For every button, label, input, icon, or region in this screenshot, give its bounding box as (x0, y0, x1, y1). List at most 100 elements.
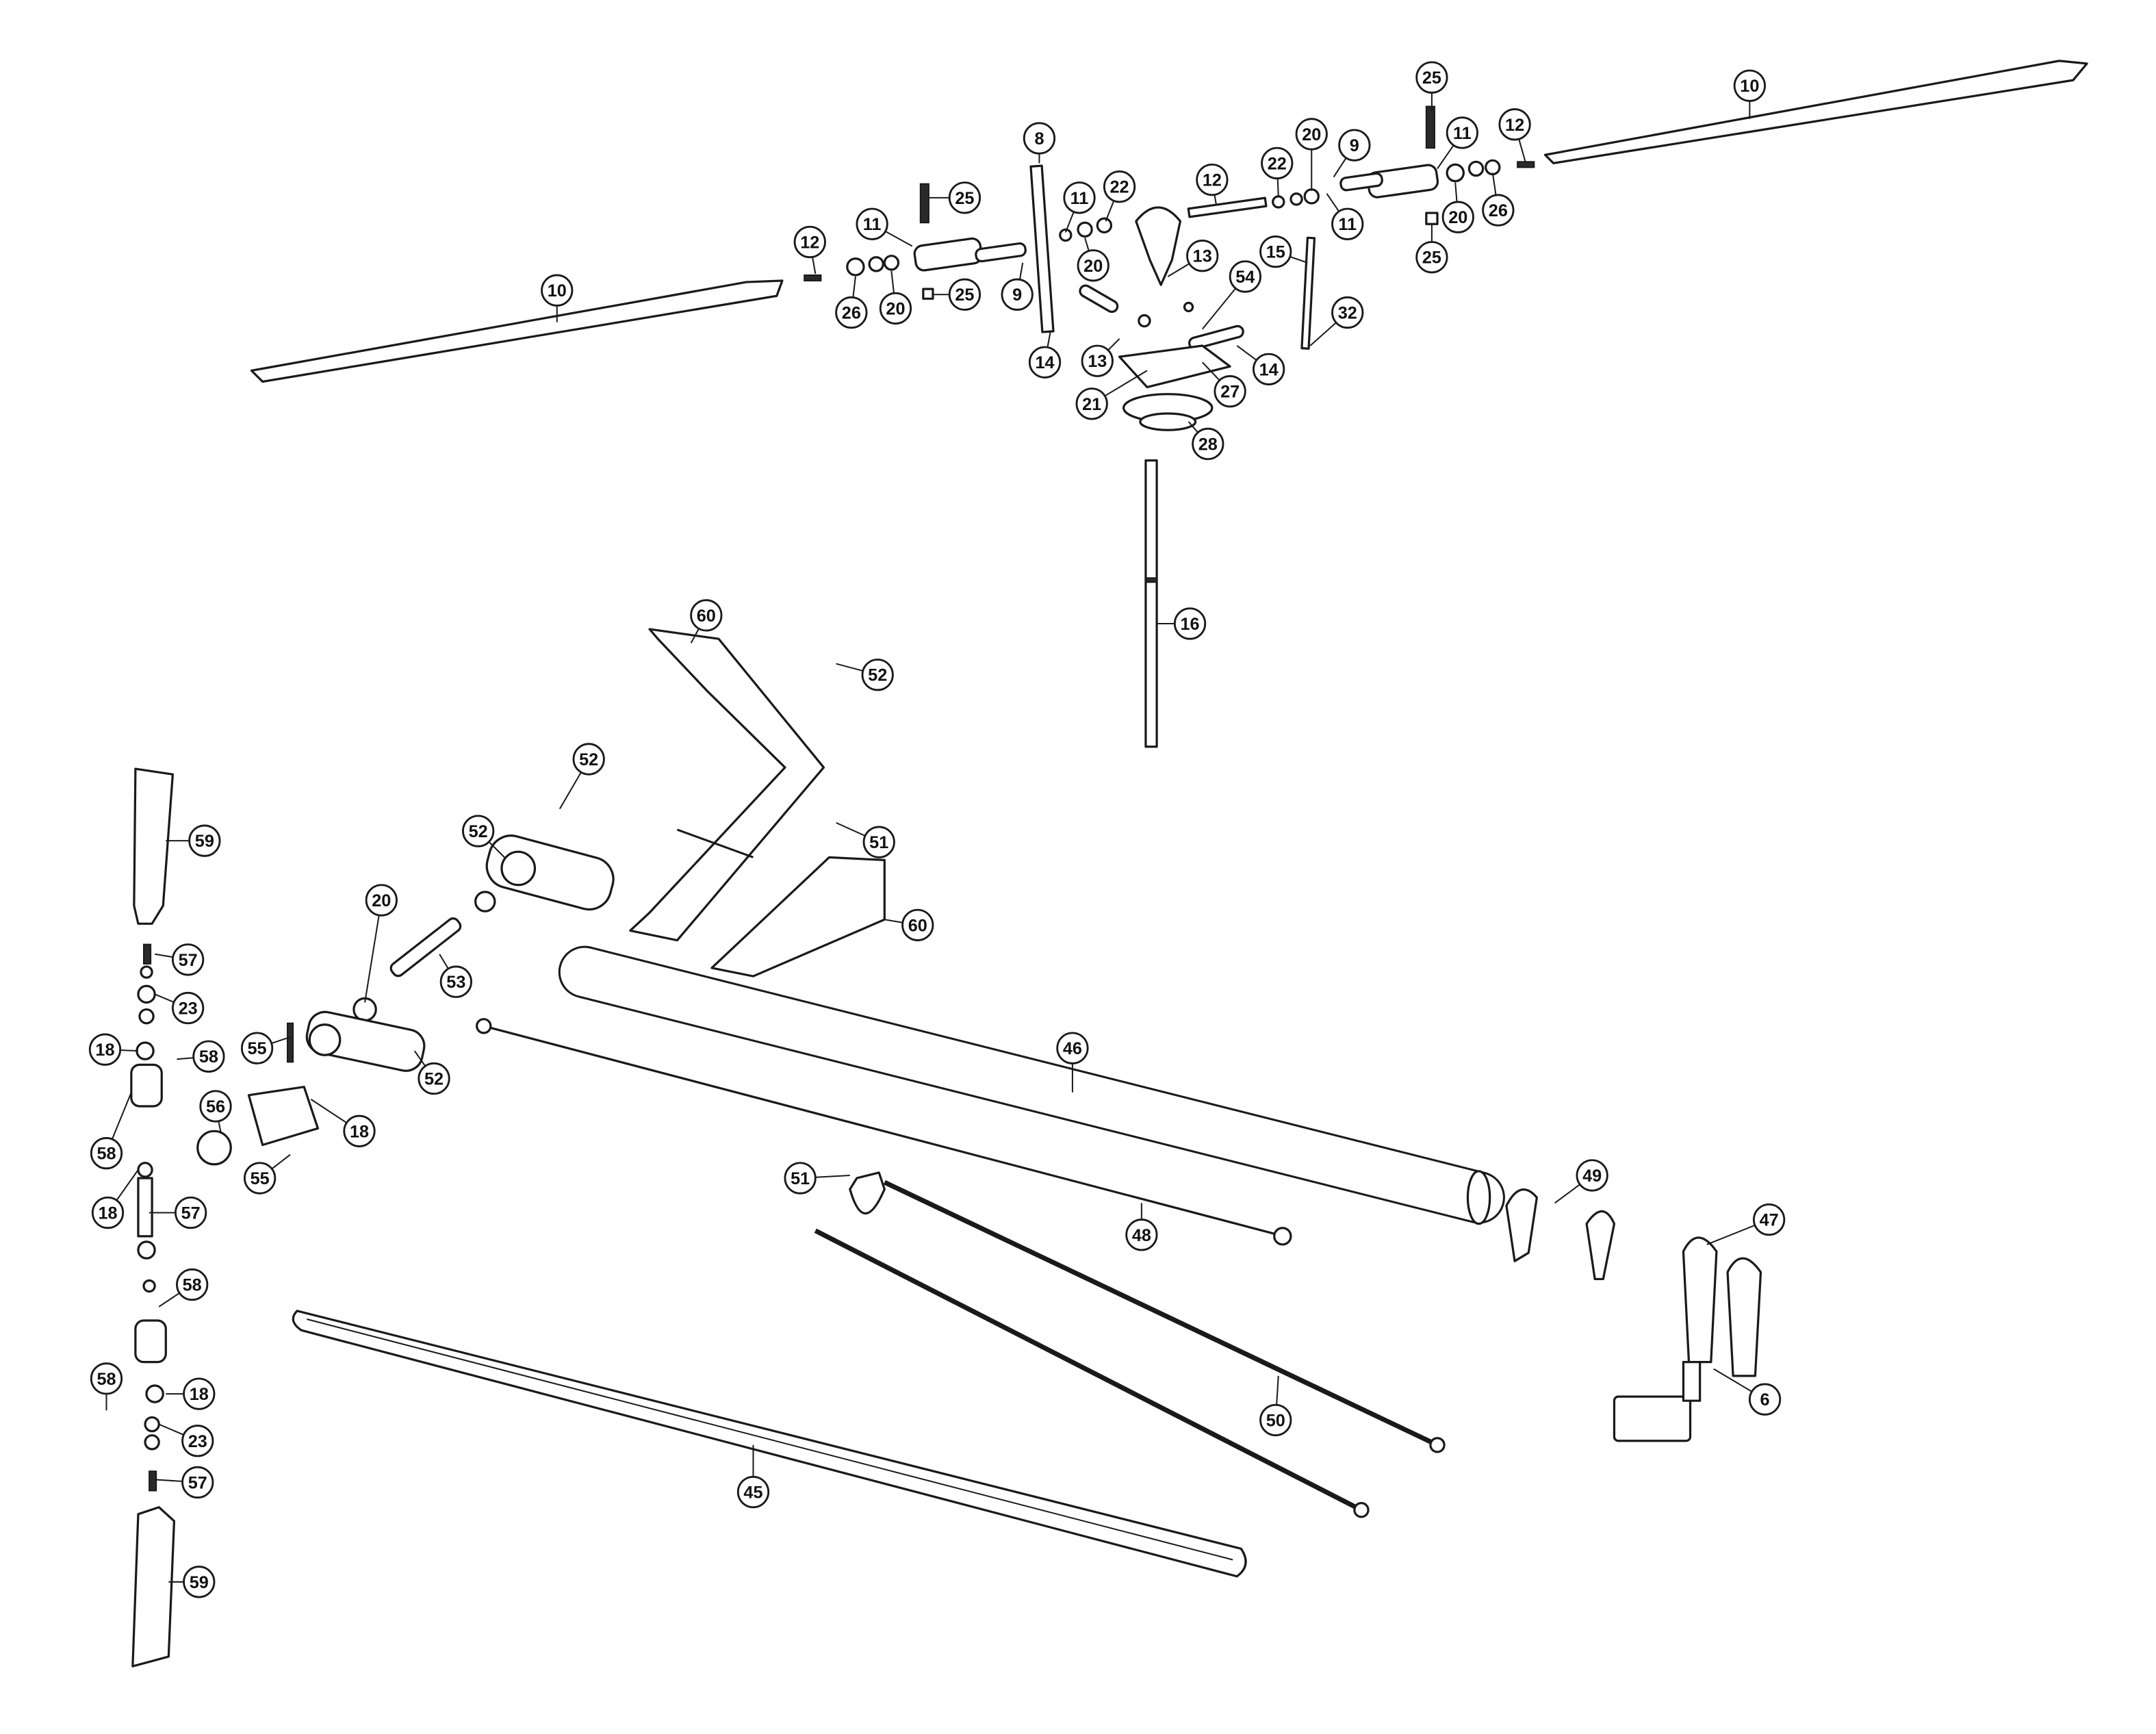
part-callout: 12 (1196, 163, 1229, 196)
boom-clamp-2 (1585, 1210, 1616, 1281)
part-callout: 58 (176, 1268, 209, 1301)
callout-number: 58 (183, 1276, 202, 1295)
callout-circle (1733, 69, 1766, 102)
callout-circle (1063, 181, 1096, 214)
callout-circle (1077, 249, 1109, 282)
part-callout: 11 (1446, 116, 1478, 149)
callout-circle (861, 659, 894, 691)
boom-support-1 (814, 1228, 1363, 1512)
callout-number: 52 (469, 822, 488, 841)
callout-circle (1173, 607, 1207, 640)
part-callout: 10 (541, 274, 574, 307)
callout-number: 25 (1422, 68, 1441, 88)
callout-circle (176, 1268, 209, 1301)
callout-number: 52 (579, 750, 598, 769)
callout-circle (1196, 163, 1229, 196)
callout-number: 56 (206, 1097, 225, 1117)
callout-number: 13 (1088, 352, 1107, 371)
callout-circle (91, 1196, 125, 1229)
part-callout: 57 (181, 1466, 214, 1499)
callout-number: 20 (1083, 257, 1103, 276)
callout-number: 55 (248, 1039, 267, 1058)
callout-circle (171, 991, 205, 1025)
callout-circle (541, 274, 574, 307)
callout-circle (572, 743, 605, 776)
callout-number: 18 (98, 1203, 117, 1223)
part-callout: 23 (181, 1425, 214, 1457)
part-callout: 32 (1331, 296, 1364, 329)
callout-number: 12 (1505, 116, 1524, 135)
leader-line (364, 900, 383, 1003)
part-callout: 28 (1192, 427, 1224, 461)
callout-number: 25 (955, 189, 974, 208)
callout-circle (1214, 375, 1246, 408)
tail-belt (292, 1310, 1247, 1578)
callout-circle (88, 1033, 122, 1066)
horizontal-fin (710, 856, 886, 978)
part-callout: 60 (690, 599, 723, 632)
tail-hub (130, 943, 167, 1492)
callout-number: 10 (1740, 77, 1759, 96)
part-callout: 26 (835, 296, 868, 329)
part-callout: 11 (856, 207, 888, 240)
main-shaft (1144, 459, 1158, 748)
callout-circle (243, 1162, 277, 1195)
callout-number: 59 (195, 832, 214, 851)
part-callout: 60 (901, 908, 934, 941)
boom-support-2 (883, 1180, 1439, 1448)
part-callout: 59 (188, 824, 221, 857)
part-callout: 11 (1331, 207, 1364, 240)
part-callout: 9 (1338, 129, 1371, 162)
part-callout: 23 (171, 991, 205, 1025)
callout-number: 52 (424, 1070, 444, 1089)
tail-gearbox (196, 834, 615, 1166)
part-callout: 25 (948, 181, 981, 214)
callout-circle (862, 826, 895, 858)
callout-circle (418, 1062, 450, 1095)
callout-number: 20 (372, 891, 391, 910)
callout-circle (1446, 116, 1478, 149)
vertical-fin (629, 628, 825, 942)
callout-number: 47 (1760, 1211, 1779, 1230)
callout-number: 49 (1582, 1166, 1602, 1186)
callout-number: 18 (350, 1122, 369, 1141)
part-callout: 12 (1498, 108, 1531, 141)
callout-number: 14 (1036, 353, 1055, 372)
callout-number: 60 (908, 916, 927, 935)
part-callout: 45 (736, 1475, 770, 1509)
callout-circle (90, 1136, 123, 1170)
callout-number: 11 (1338, 215, 1357, 234)
callout-circle (1295, 118, 1328, 151)
part-callout: 59 (183, 1566, 216, 1598)
part-callout: 25 (1415, 61, 1448, 94)
part-callout: 10 (1733, 69, 1766, 102)
callout-number: 12 (1203, 171, 1222, 190)
part-callout: 20 (1295, 118, 1328, 151)
callout-circle (1028, 346, 1062, 379)
part-callout: 18 (88, 1033, 122, 1066)
part-callout: 13 (1081, 344, 1114, 377)
part-callout: 6 (1748, 1383, 1782, 1416)
callout-circle (343, 1114, 376, 1147)
callout-circle (835, 296, 868, 329)
main-blade-right (1543, 60, 2088, 164)
servo-assembly (1613, 1236, 1762, 1442)
parts-layer (130, 60, 2088, 1668)
callout-number: 9 (1350, 136, 1359, 155)
main-blade-left (250, 279, 784, 383)
callout-circle (1331, 207, 1364, 240)
callout-number: 28 (1198, 435, 1218, 454)
callout-circle (879, 292, 912, 325)
part-callout: 51 (784, 1162, 817, 1195)
callout-number: 60 (697, 607, 716, 626)
callout-number: 45 (743, 1483, 762, 1503)
callout-number: 14 (1259, 360, 1279, 379)
callout-number: 20 (1448, 208, 1467, 227)
callout-number: 51 (869, 833, 888, 852)
callout-number: 26 (842, 304, 861, 323)
callout-circle (183, 1377, 216, 1410)
part-callout: 20 (1077, 249, 1109, 282)
part-callout: 58 (90, 1362, 123, 1395)
part-callout: 52 (861, 659, 894, 691)
tail-blade-bottom (131, 1506, 176, 1668)
